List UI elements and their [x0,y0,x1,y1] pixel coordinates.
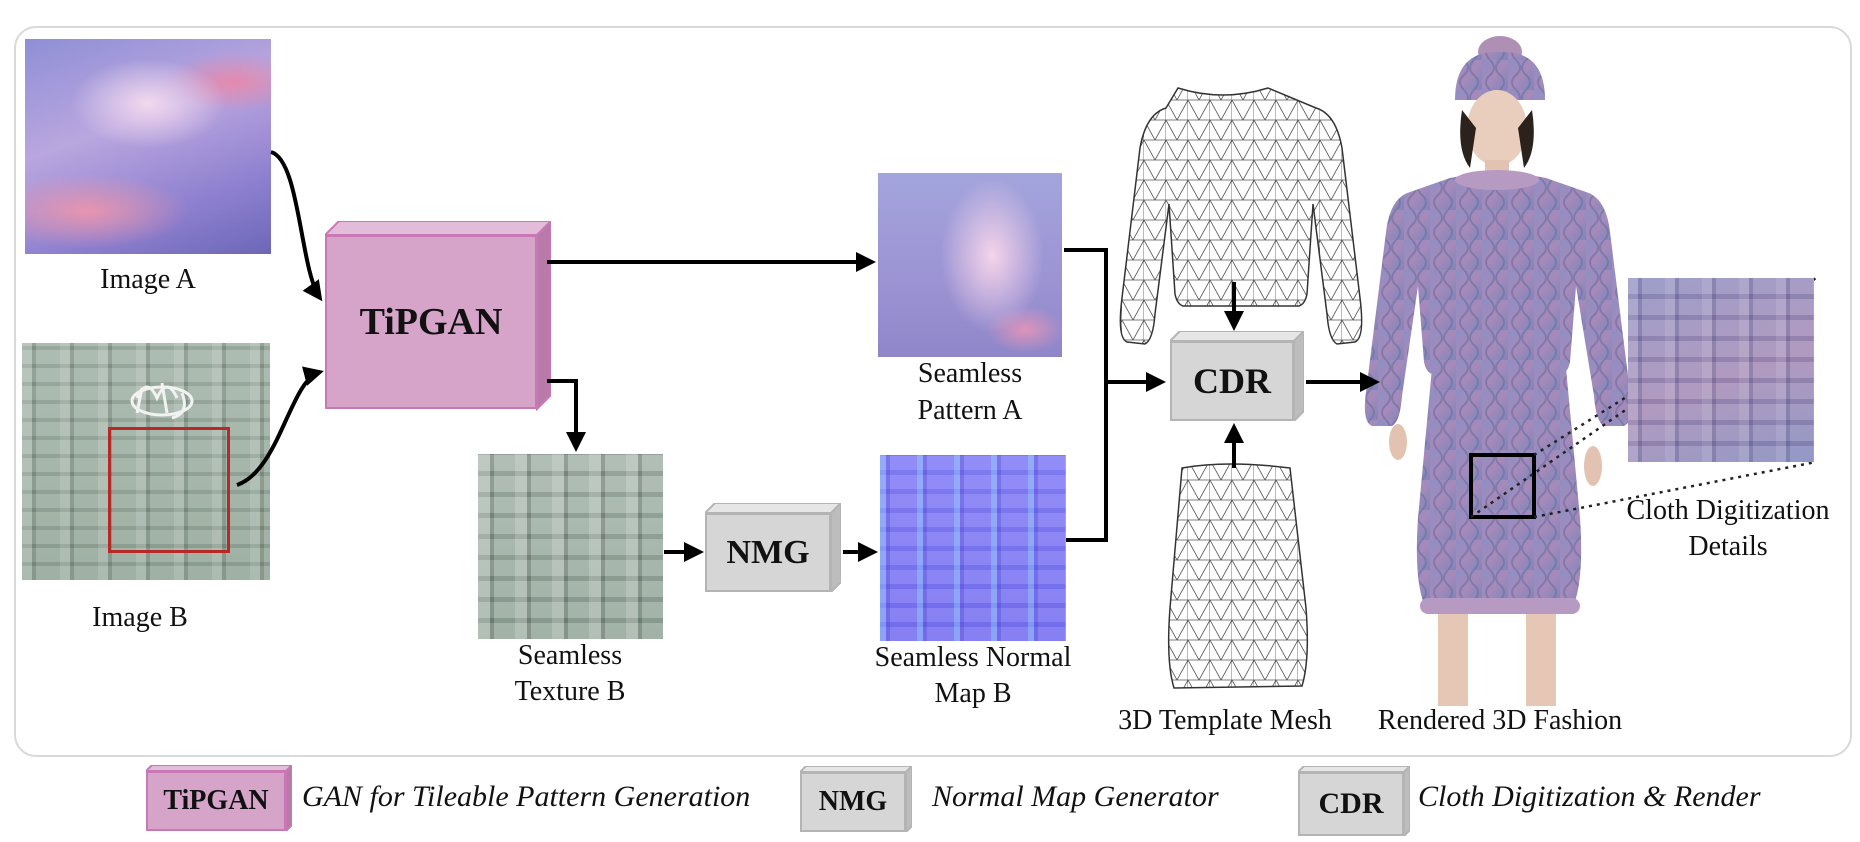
image-b [22,343,270,580]
cdr-block-depth [1170,331,1304,421]
image-b-label: Image B [92,602,188,633]
rendered-fashion-label: Rendered 3D Fashion [1377,705,1623,736]
tipgan-block: TiPGAN [325,221,551,411]
seamless-normal-map-b-line1: Seamless Normal [874,642,1072,673]
details-line1: Cloth Digitization [1626,495,1830,526]
seamless-texture-b [478,454,663,639]
cloth-details-zoom [1628,278,1814,462]
cdr-block: CDR [1170,331,1304,421]
legend-tipgan-label: TiPGAN [146,771,286,831]
tipgan-label: TiPGAN [325,235,537,409]
legend-nmg-label: NMG [800,772,906,832]
nmg-label: NMG [705,513,831,592]
crop-highlight-box [108,427,230,553]
embroidered-monogram [130,382,194,420]
seamless-normal-map-b [880,455,1066,641]
image-a [25,39,271,254]
legend-cdr-label: CDR [1298,772,1404,836]
seamless-pattern-a-line2: Pattern A [917,395,1023,426]
diagram-frame [14,26,1852,757]
seamless-texture-b-line1: Seamless [517,640,623,671]
details-line2: Details [1688,531,1768,562]
seamless-pattern-a [878,173,1062,357]
seamless-texture-b-line2: Texture B [514,676,626,707]
legend-tipgan-block: TiPGAN [146,765,292,831]
legend-cdr-block: CDR [1298,766,1410,836]
cdr-label: CDR [1170,341,1294,421]
image-a-label: Image A [100,264,196,295]
legend-cdr-desc: Cloth Digitization & Render [1418,780,1761,813]
legend-tipgan-desc: GAN for Tileable Pattern Generation [302,780,751,813]
seamless-normal-map-b-line2: Map B [934,678,1012,709]
legend-cdr-depth [1298,766,1410,836]
nmg-block: NMG [705,503,841,592]
template-mesh-label: 3D Template Mesh [1118,705,1332,736]
legend-nmg-block: NMG [800,766,912,832]
seamless-pattern-a-line1: Seamless [917,358,1023,389]
legend-nmg-desc: Normal Map Generator [932,780,1219,813]
